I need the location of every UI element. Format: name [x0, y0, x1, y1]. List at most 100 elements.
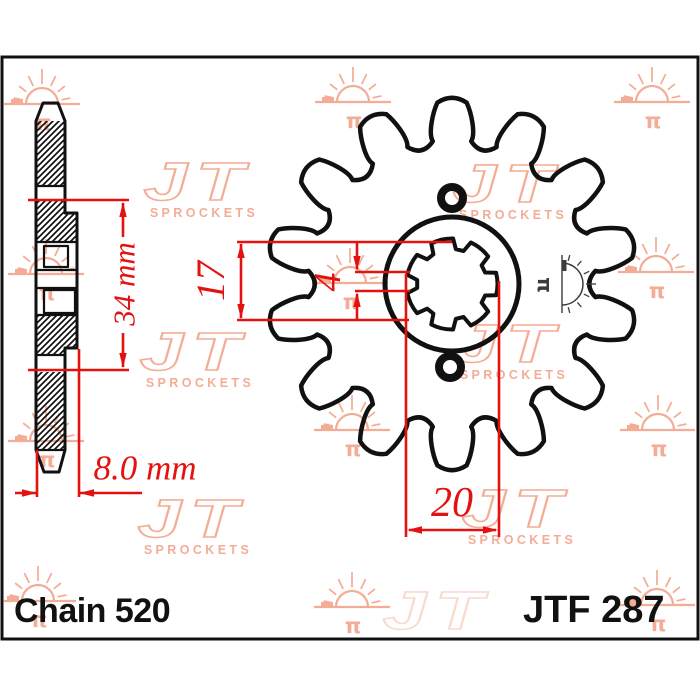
spline-key-width-dimension-label: 4: [307, 272, 349, 292]
hub-circle: [382, 214, 522, 354]
stamp-sun-ray: [583, 293, 590, 298]
sun-ray: [50, 75, 57, 87]
sun-horizon-bar: [625, 267, 637, 272]
sun-ray: [337, 578, 344, 590]
jt-symbol-watermark: π: [343, 290, 360, 314]
sun-ray: [358, 254, 365, 266]
sprocket-side-view: [34, 101, 79, 474]
sun-ray: [367, 588, 376, 596]
side-view-hatched-section: [36, 200, 77, 242]
sun-watermark: π: [4, 566, 76, 632]
side-view-bore-slot: [42, 244, 70, 269]
sun-ray: [368, 83, 377, 91]
sun-ray: [361, 73, 368, 85]
spline-bore-outline: [405, 236, 500, 332]
chain-size-label: Chain 520: [14, 592, 171, 630]
sun-ray: [637, 73, 644, 85]
sun-ray: [338, 73, 345, 85]
bore-major-diameter-dimension-label: 20: [431, 480, 473, 526]
sun-horizon-bar: [627, 425, 639, 430]
jt-symbol-watermark: π: [39, 281, 56, 305]
sun-ray: [367, 411, 376, 419]
sun-watermark: π: [619, 570, 695, 636]
sun-watermark: π: [314, 395, 390, 461]
sun-ray: [323, 600, 333, 604]
dimension-arrowhead: [22, 489, 37, 497]
sun-ray: [641, 243, 648, 255]
jt-logo-letters: JT: [453, 154, 562, 214]
sun-ray: [671, 253, 680, 261]
sprockets-logo-text: SPROCKETS: [459, 208, 567, 222]
sun-ray: [53, 582, 62, 590]
dimension-arrowhead: [119, 353, 127, 368]
sun-horizon-bar: [15, 436, 27, 441]
stamp-horizon-bar: [562, 260, 567, 271]
sun-ray: [65, 434, 75, 438]
jt-symbol-watermark: π: [649, 279, 666, 303]
sprockets-logo-text: SPROCKETS: [144, 543, 252, 557]
sun-ray: [629, 423, 639, 427]
sun-ray: [372, 95, 382, 99]
sun-ray: [326, 264, 335, 272]
sun-horizon-bar: [15, 269, 27, 274]
sun-ray: [665, 576, 672, 588]
sun-horizon-bar: [7, 596, 19, 601]
sun-dome: [638, 254, 674, 273]
hub-length-dimension-label: 34 mm: [106, 242, 142, 326]
sun-dome: [332, 265, 368, 284]
sun-dome: [335, 84, 371, 103]
sun-ray: [328, 588, 337, 596]
sprocket-front-view: π: [267, 95, 637, 473]
sprockets-logo-text: SPROCKETS: [460, 368, 568, 382]
part-number-label: JTF 287: [523, 589, 665, 631]
sun-ray: [23, 572, 30, 584]
side-view-hatched-section: [36, 372, 65, 450]
jt-symbol-watermark: π: [345, 614, 362, 638]
stamp-sun-ray: [576, 301, 582, 308]
sun-ray: [369, 276, 379, 280]
stamp-sun-ray: [576, 260, 582, 267]
sun-ray: [321, 276, 331, 280]
sun-dome: [334, 589, 370, 608]
sun-ray: [27, 75, 34, 87]
sun-dome: [24, 86, 60, 105]
stamp-sun-ray: [567, 254, 571, 261]
sun-ray: [623, 95, 633, 99]
sun-watermark: π: [314, 572, 390, 638]
sun-ray: [54, 245, 61, 257]
sun-watermark: π: [618, 237, 694, 303]
sun-horizon-bar: [11, 99, 23, 104]
sun-ray: [371, 423, 381, 427]
sun-dome: [634, 84, 670, 103]
bolt-hole-bottom: [435, 352, 465, 382]
sun-ray: [673, 411, 682, 419]
sun-ray: [666, 401, 673, 413]
sun-ray: [634, 411, 643, 419]
sun-dome: [640, 412, 676, 431]
dimension-arrowhead: [119, 202, 127, 217]
sprockets-logo-text: SPROCKETS: [389, 635, 497, 649]
sun-dome: [639, 587, 675, 606]
stamp-sun-dome: [561, 262, 584, 306]
jt-face-stamp: π: [533, 254, 596, 314]
jt-logo-letters: JT: [140, 322, 249, 382]
sun-watermark: π: [614, 67, 690, 133]
dimension-arrowhead: [79, 489, 94, 497]
sun-ray: [335, 254, 342, 266]
sun-ray: [642, 576, 649, 588]
sun-ray: [13, 97, 23, 101]
dimension-arrowhead: [237, 304, 245, 319]
jt-symbol-watermark: π: [345, 437, 362, 461]
sun-ray: [365, 264, 374, 272]
drawing-frame: [0, 55, 700, 641]
sun-ray: [18, 85, 27, 93]
sun-ray: [633, 586, 642, 594]
sun-dome: [334, 412, 370, 431]
sun-ray: [675, 265, 685, 269]
sun-ray: [324, 95, 334, 99]
